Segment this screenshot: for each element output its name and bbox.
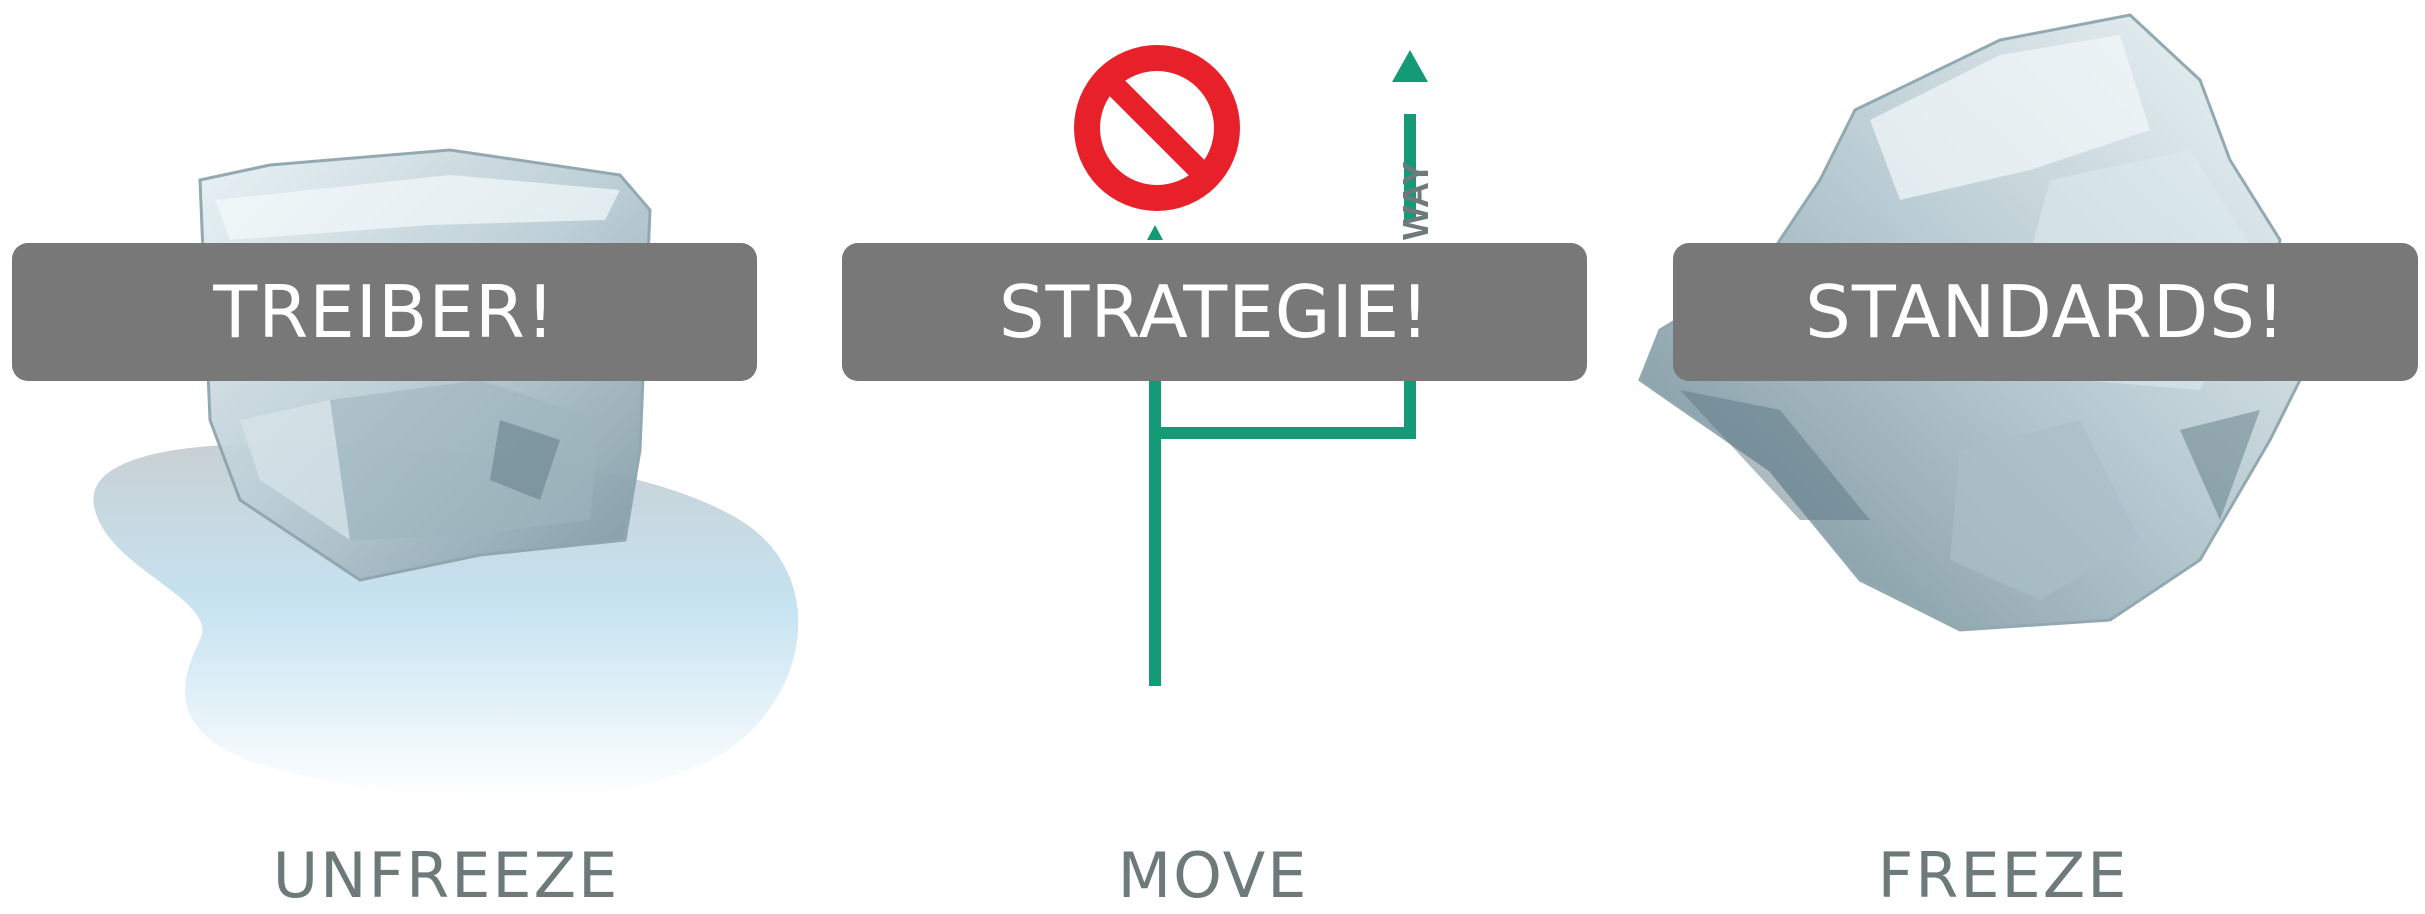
banner-label: TREIBER! xyxy=(213,270,556,354)
path-arrow-icon xyxy=(1149,114,1416,686)
banner-unfreeze: TREIBER! xyxy=(12,243,757,381)
banner-label: STANDARDS! xyxy=(1805,270,2286,354)
banner-freeze: STANDARDS! xyxy=(1673,243,2418,381)
caption-unfreeze: UNFREEZE xyxy=(272,839,620,912)
banner-move: STRATEGIE! xyxy=(842,243,1587,381)
caption-move: MOVE xyxy=(1117,839,1309,912)
banner-label: STRATEGIE! xyxy=(998,270,1431,354)
path-arrowhead xyxy=(1392,50,1428,82)
no-entry-sign-icon xyxy=(1074,45,1240,211)
path-label: WAY xyxy=(1395,161,1436,240)
caption-freeze: FREEZE xyxy=(1877,839,2129,912)
